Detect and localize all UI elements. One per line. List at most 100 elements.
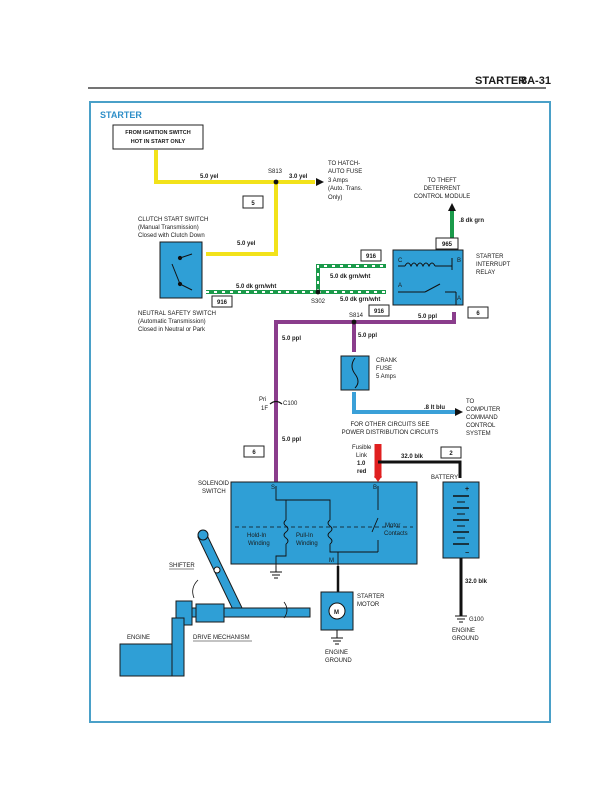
motor-ground-icon — [331, 630, 343, 645]
circuit-box-6-b — [243, 445, 265, 458]
svg-text:CRANK: CRANK — [376, 358, 397, 364]
svg-text:STARTER: STARTER — [476, 254, 504, 260]
crank-fuse — [340, 355, 370, 391]
yellow-wires — [154, 150, 315, 256]
panel-title: STARTER — [100, 110, 142, 120]
wire-label-yel30: 3.0 yel — [289, 174, 308, 180]
wire-label-ppl-right: 5.0 ppl — [418, 314, 437, 320]
svg-text:TO THEFT: TO THEFT — [427, 178, 456, 184]
svg-text:SYSTEM: SYSTEM — [466, 431, 491, 437]
starter-motor-label1: STARTER — [357, 594, 385, 600]
hatch-fuse-arrow — [316, 178, 324, 186]
starter-motor-label2: MOTOR — [357, 602, 380, 608]
splice-s813-label: S813 — [268, 169, 283, 175]
switch-contact-icon — [171, 253, 193, 291]
wire-label-ppl-crank: 5.0 ppl — [358, 333, 377, 339]
svg-text:COMMAND: COMMAND — [466, 415, 498, 421]
wire-label-grnwht-mid: 5.0 dk grn/wht — [236, 284, 276, 290]
wire-label-red-gauge: 1.0 — [357, 461, 366, 467]
motor-contacts-label1: Motor — [385, 523, 400, 529]
solenoid-terminal-m: M — [329, 558, 334, 564]
wire-label-yel-top: 5.0 yel — [200, 174, 219, 180]
solenoid-switch — [230, 481, 418, 565]
other-circuits-line2: POWER DISTRIBUTION CIRCUITS — [342, 430, 439, 436]
pinion-rotation-arrow — [283, 601, 288, 619]
clutch-start-switch — [159, 241, 203, 299]
g100-ground-icon — [455, 615, 467, 623]
diagram-panel — [89, 101, 551, 723]
theft-arrow — [448, 203, 456, 211]
shifter-pivot-mid — [213, 566, 221, 574]
splice-s302-dot — [315, 289, 321, 295]
relay-pin-b: B — [457, 258, 461, 264]
engine-label: ENGINE — [127, 635, 150, 641]
circuit-number-916-a: 916 — [217, 300, 228, 306]
engine-ground-right-line1: ENGINE — [452, 628, 475, 634]
battery-label: BATTERY — [431, 475, 458, 481]
ignition-source-box — [112, 124, 204, 150]
other-circuits-line1: FOR OTHER CIRCUITS SEE — [350, 422, 429, 428]
motor-contacts-label2: Contacts — [384, 531, 408, 537]
wire-label-ppl-solenoid: 5.0 ppl — [282, 437, 301, 443]
flywheel — [171, 617, 185, 677]
circuit-number-916-b: 916 — [366, 254, 377, 260]
splice-s813-dot — [273, 179, 279, 185]
wire-label-dkgrn: .8 dk grn — [459, 218, 484, 224]
circuit-number-6-b: 6 — [252, 450, 256, 456]
solenoid-terminal-s: S — [271, 485, 275, 491]
circuit-box-5 — [242, 195, 264, 209]
wire-label-ppl-left: 5.0 ppl — [282, 336, 301, 342]
blk-battery-cable — [378, 460, 462, 478]
circuit-box-916-c — [368, 304, 390, 317]
grn-wht-wires — [206, 264, 386, 294]
connector-1f: 1F — [261, 406, 268, 412]
circuit-number-5: 5 — [251, 201, 255, 207]
engine-ground-motor-line1: ENGINE — [325, 650, 348, 656]
svg-text:RELAY: RELAY — [476, 270, 495, 276]
solenoid-windings-icon — [275, 486, 379, 566]
starter-interrupt-relay — [392, 249, 464, 306]
circuit-number-965: 965 — [442, 242, 453, 248]
svg-text:TO: TO — [466, 399, 475, 405]
wire-label-blk-top: 32.0 blk — [401, 454, 424, 460]
svg-text:FUSE: FUSE — [376, 366, 392, 372]
svg-text:CONTROL: CONTROL — [466, 423, 496, 429]
svg-text:Only): Only) — [328, 195, 342, 201]
splice-s814-dot — [351, 319, 357, 325]
connector-c100: C100 — [283, 401, 298, 407]
computer-arrow — [455, 408, 463, 416]
splice-s302-label: S302 — [311, 299, 326, 305]
hold-in-winding-label1: Hold-In — [247, 533, 266, 539]
svg-text:(Auto. Trans.: (Auto. Trans. — [328, 186, 363, 192]
svg-text:CONTROL MODULE: CONTROL MODULE — [414, 194, 470, 200]
ignition-source-line1: FROM IGNITION SWITCH — [125, 130, 190, 136]
header-page-number: 8A-31 — [521, 75, 551, 87]
relay-pin-a: A — [398, 283, 402, 289]
svg-text:(Automatic Transmission): (Automatic Transmission) — [138, 319, 206, 325]
svg-text:Closed with Clutch Down: Closed with Clutch Down — [138, 233, 205, 239]
battery-cells-icon — [453, 495, 469, 545]
pull-in-winding-label1: Pull-In — [296, 533, 313, 539]
wire-label-red-color: red — [357, 469, 367, 475]
g100-label: G100 — [469, 617, 484, 623]
shifter-linkage — [175, 532, 311, 626]
engine-ground-right-line2: GROUND — [452, 636, 479, 642]
svg-text:DETERRENT: DETERRENT — [424, 186, 461, 192]
svg-text:3 Amps: 3 Amps — [328, 178, 348, 184]
wire-label-ltblu: .8 lt blu — [424, 405, 445, 411]
svg-text:COMPUTER: COMPUTER — [466, 407, 501, 413]
engine-block — [119, 643, 175, 677]
wire-label-grnwht-upper: 5.0 dk grn/wht — [330, 274, 370, 280]
solenoid-label1: SOLENOID — [198, 481, 230, 487]
svg-text:Closed in Neutral or Park: Closed in Neutral or Park — [138, 327, 206, 333]
clutch-start-note: CLUTCH START SWITCH (Manual Transmission… — [138, 217, 208, 239]
wire-label-blk-ground: 32.0 blk — [465, 579, 488, 585]
motor-symbol-icon — [328, 602, 346, 620]
circuit-box-916-a — [211, 295, 233, 308]
motor-symbol-m: M — [334, 610, 339, 616]
crank-fuse-label: CRANK FUSE 5 Amps — [376, 358, 397, 380]
svg-text:TO HATCH-: TO HATCH- — [328, 161, 360, 167]
relay-label: STARTER INTERRUPT RELAY — [476, 254, 511, 276]
connector-pri: Pri — [259, 397, 266, 403]
hatch-fuse-note: TO HATCH- AUTO FUSE 3 Amps (Auto. Trans.… — [328, 161, 363, 201]
